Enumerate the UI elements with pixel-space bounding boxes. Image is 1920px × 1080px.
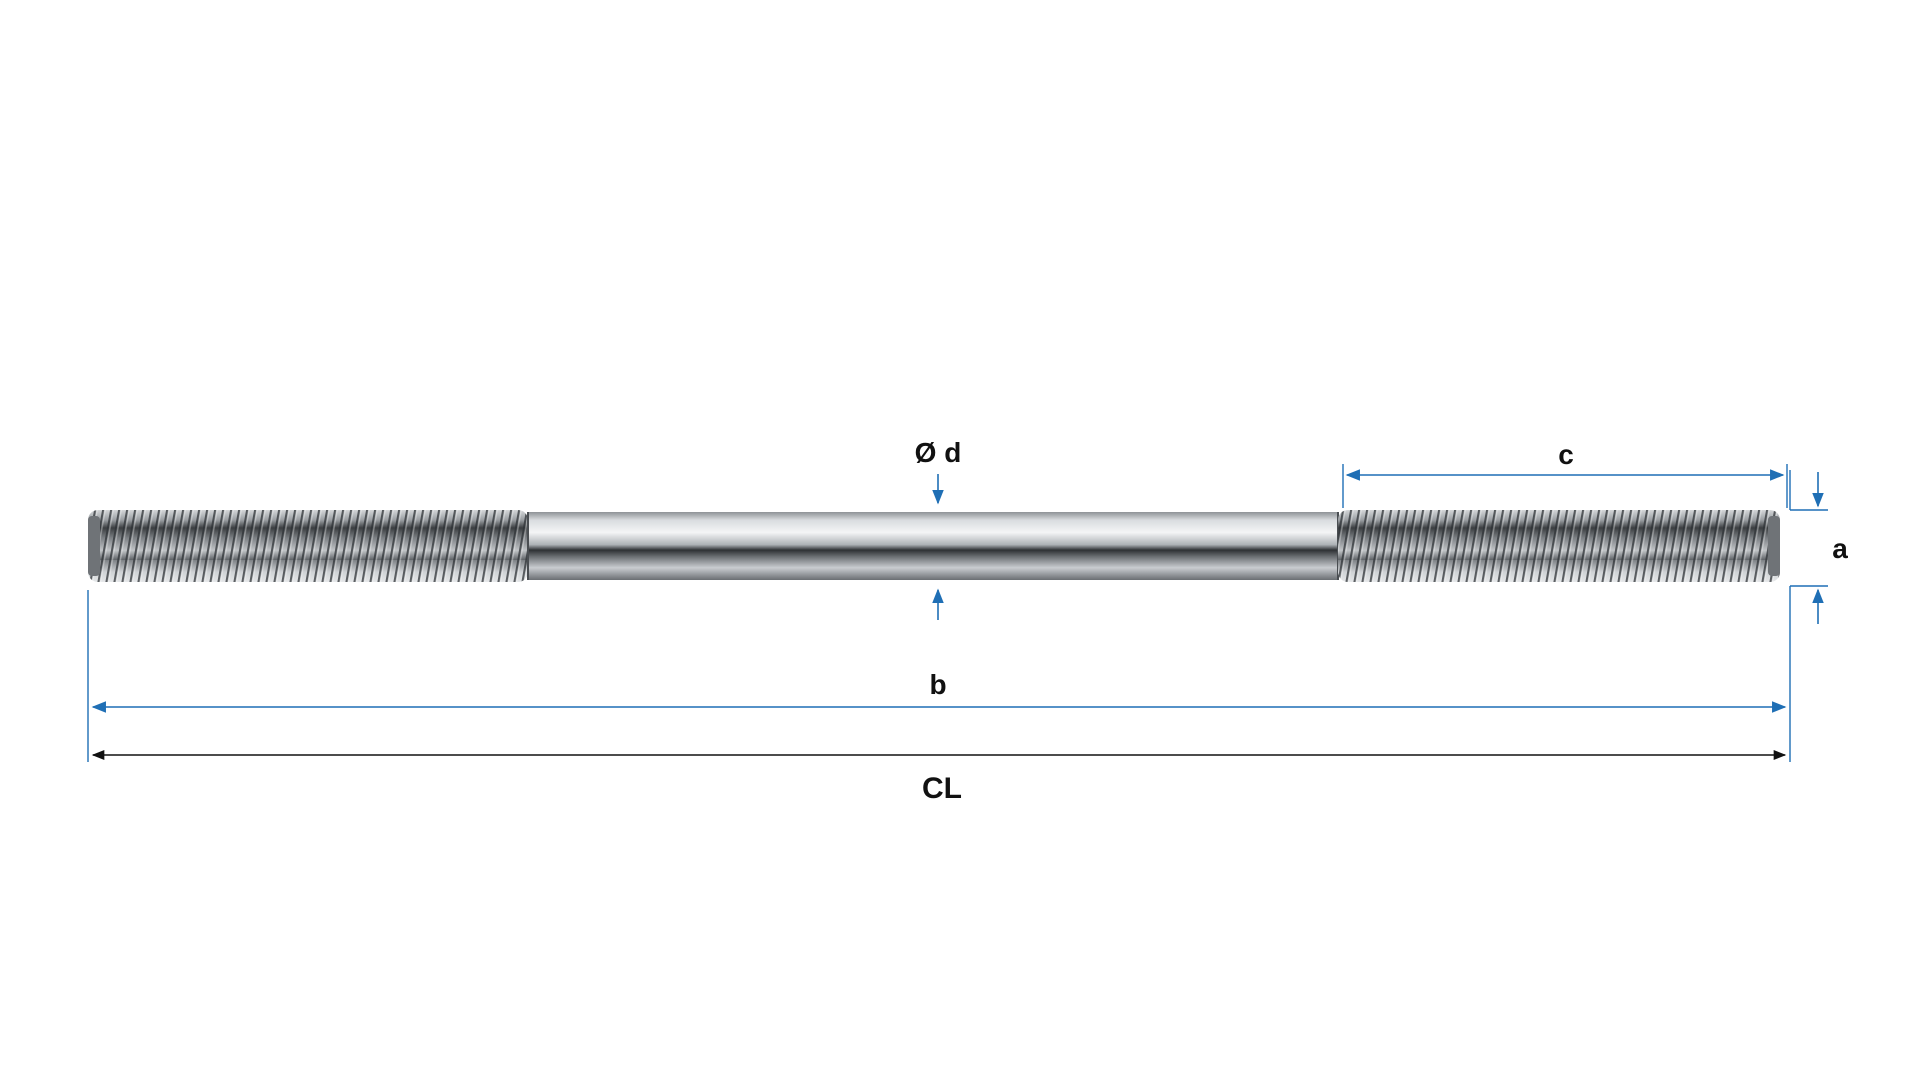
a-label: a xyxy=(1832,533,1848,564)
left-thread-tip xyxy=(88,516,100,576)
cl-label: CL xyxy=(922,772,962,805)
thread-length-dimension: c xyxy=(1342,439,1788,508)
rod xyxy=(88,510,1780,582)
diameter-label: Ø d xyxy=(915,437,962,468)
overall-length-dimension: CL xyxy=(91,749,1787,805)
right-thread-tip xyxy=(1768,516,1780,576)
diameter-dimension: Ø d xyxy=(915,437,962,620)
thread-height-dimension: a xyxy=(1789,470,1848,762)
smooth-shaft xyxy=(528,512,1338,580)
left-thread-section xyxy=(88,510,528,582)
right-thread-section xyxy=(1338,510,1780,582)
c-label: c xyxy=(1558,439,1574,470)
b-label: b xyxy=(929,669,946,700)
thread-span-dimension: b xyxy=(87,590,1787,762)
